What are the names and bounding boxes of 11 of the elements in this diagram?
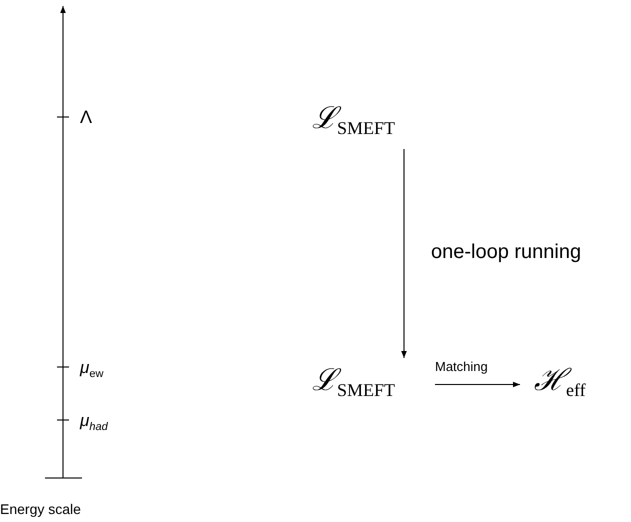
lagrangian-symbol: ℒ$_{SMEFT}$ [312, 366, 396, 399]
edge-label: one-loop running [431, 242, 582, 262]
scale-label: μ$_{had}$ [80, 412, 108, 433]
arrow [434, 382, 520, 388]
scale-label: μ$_{ew}$ [80, 359, 104, 380]
lagrangian-symbol: ℒ$_{SMEFT}$ [312, 104, 396, 137]
arrow [401, 148, 407, 358]
axis-title: Energy scale [0, 502, 81, 516]
edge-label: Matching [435, 360, 488, 372]
scale-label: Λ [80, 108, 92, 126]
lagrangian-symbol: ℋ$_{eff}$ [534, 366, 586, 399]
